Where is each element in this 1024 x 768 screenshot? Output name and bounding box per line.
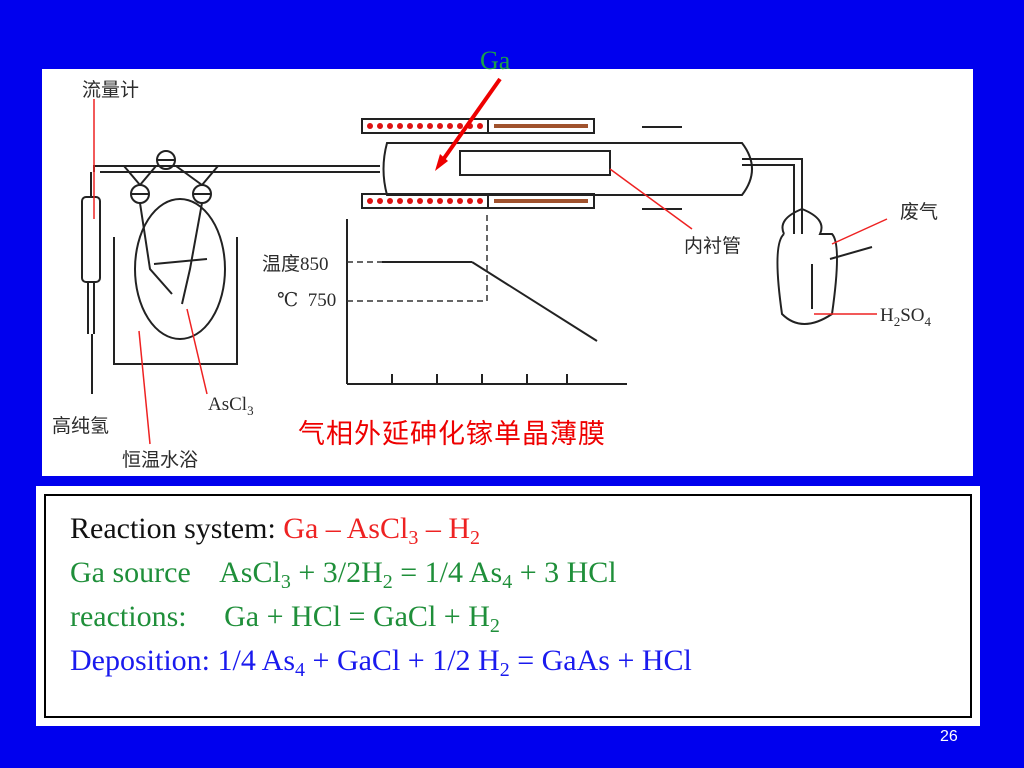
reaction-panel: Reaction system: Ga – AsCl3 – H2 Ga sour…	[36, 486, 980, 726]
flowmeter-label: 流量计	[82, 79, 140, 101]
celsius-750-label: ℃ 750	[277, 290, 337, 311]
water-bath	[113, 237, 238, 365]
apparatus-diagram-panel: 流量计 废气 内衬管 温度850 ℃ 750 H2SO4 AsCl3 高纯氢 恒…	[42, 69, 973, 476]
ga-source-label: Ga	[480, 46, 511, 75]
reaction-box: Reaction system: Ga – AsCl3 – H2 Ga sour…	[44, 494, 972, 718]
h2so4-trap	[776, 207, 838, 325]
h2so4-label: H2SO4	[880, 305, 932, 329]
reactor-tube	[382, 142, 753, 196]
diagram-caption: 气相外延砷化镓单晶薄膜	[298, 419, 606, 450]
liner-tube-label: 内衬管	[684, 235, 742, 257]
reaction-system-line: Reaction system: Ga – AsCl3 – H2	[70, 512, 480, 549]
liner-tube	[459, 150, 611, 176]
page-number: 26	[940, 728, 958, 745]
apparatus-drawing	[81, 77, 888, 445]
temperature-label: 温度850	[262, 253, 329, 275]
thermostat-bath-label: 恒温水浴	[122, 449, 199, 471]
reactions-line: reactions: Ga + HCl = GaCl + H2	[70, 600, 500, 637]
deposition-line: Deposition: 1/4 As4 + GaCl + 1/2 H2 = Ga…	[70, 644, 692, 681]
ascl3-bubbler	[134, 198, 226, 340]
flowmeter-tube	[81, 196, 101, 283]
waste-gas-label: 废气	[900, 201, 939, 223]
high-purity-hydrogen-label: 高纯氢	[52, 415, 110, 437]
ga-source-line: Ga source AsCl3 + 3/2H2 = 1/4 As4 + 3 HC…	[70, 556, 617, 593]
furnace-heaters	[361, 118, 595, 209]
ascl3-label: AsCl3	[208, 394, 254, 418]
